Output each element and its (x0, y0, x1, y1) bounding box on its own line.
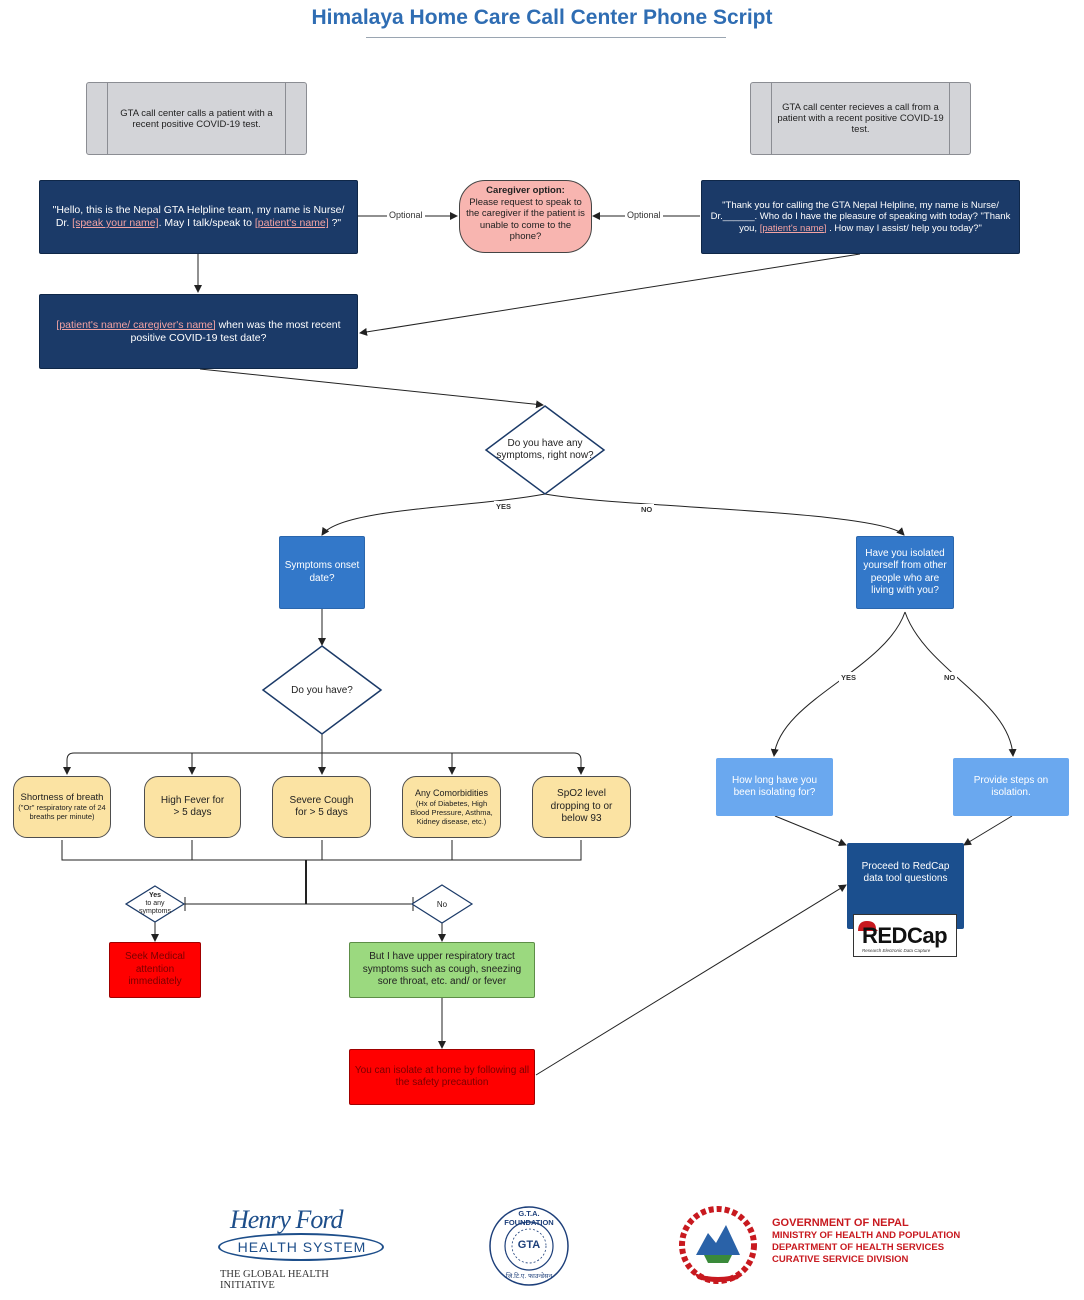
title-underline (366, 37, 726, 38)
symptom-3-title: Severe Cough for > 5 days (289, 794, 354, 819)
decision-do-you-have (261, 645, 383, 735)
decision-yes-any (124, 885, 186, 923)
redcap-cap-icon (858, 921, 878, 931)
redcap-logo-tagline: Research Electronic Data Capture (862, 948, 931, 953)
symptom-2-title: High Fever for > 5 days (160, 794, 225, 819)
henry-ford-system: HEALTH SYSTEM (237, 1239, 367, 1255)
connector-howlong-to-redcap (774, 815, 847, 847)
henry-ford-script: Henry Ford (230, 1205, 344, 1234)
yes-any-symptoms-text: Yes to any symptoms (131, 887, 179, 921)
test-date-text: when was the most recent positive COVID-… (130, 318, 341, 344)
symptom-severe-cough: Severe Cough for > 5 days (272, 776, 371, 838)
start-outbound-text: GTA call center calls a patient with a r… (120, 107, 273, 130)
greeting-inbound: "Thank you for calling the GTA Nepal Hel… (701, 180, 1020, 254)
symptom-1-title: Shortness of breath (20, 791, 104, 803)
caregiver-option: Caregiver option: Please request to spea… (459, 180, 592, 253)
placeholder-patient-name-inbound: [patient's name] (759, 222, 827, 234)
redcap-logo: REDCap Research Electronic Data Capture (853, 914, 957, 957)
start-outbound-call: GTA call center calls a patient with a r… (86, 82, 307, 155)
placeholder-patient-name: [patient's name] (254, 217, 329, 229)
greeting-inbound-text-1: "Thank you for calling the GTA Nepal Hel… (710, 199, 1011, 234)
decision-any-symptoms (484, 405, 606, 495)
nepal-emblem (679, 1206, 757, 1284)
upper-respiratory-symptoms: But I have upper respiratory tract sympt… (349, 942, 535, 998)
seek-medical-attention: Seek Medical attention immediately (109, 942, 201, 998)
symptom-spo2: SpO2 level dropping to or below 93 (532, 776, 631, 838)
nepal-line-1: GOVERNMENT OF NEPAL (772, 1217, 909, 1229)
connector-steps-to-redcap (963, 815, 1013, 846)
symptom-comorbidities: Any Comorbidities (Hx of Diabetes, High … (402, 776, 501, 838)
nepal-line-2: MINISTRY OF HEALTH AND POPULATION (772, 1230, 961, 1241)
placeholder-speak-your-name: [speak your name] (72, 217, 159, 229)
label-optional-right: Optional (625, 210, 663, 221)
label-no-symptoms: NO (639, 504, 655, 515)
start-inbound-text: GTA call center recieves a call from a p… (777, 102, 944, 135)
any-symptoms-text: Do you have any symptoms, right now? (496, 438, 594, 461)
gta-ring-text: G.T.A. FOUNDATION (504, 1209, 554, 1227)
label-yes-symptoms: YES (494, 501, 514, 512)
redcap-logo-word: REDCap (862, 923, 948, 948)
symptom-1-detail: ("Or" respiratory rate of 24 breaths per… (18, 803, 106, 822)
symptom-4-detail: (Hx of Diabetes, High Blood Pressure, As… (410, 798, 493, 826)
gta-foundation-logo: G.T.A. FOUNDATION GTA जि.टि.ए. फाउन्डेसन (488, 1205, 570, 1287)
symptom-high-fever: High Fever for > 5 days (144, 776, 241, 838)
connector-testdate-to-symptoms (199, 368, 544, 409)
caregiver-heading: Caregiver option: (486, 185, 565, 196)
henry-ford-tagline: THE GLOBAL HEALTH INITIATIVE (220, 1269, 329, 1291)
label-no-isolated: NO (942, 672, 958, 683)
symptom-4-title: Any Comorbidities (414, 788, 489, 799)
connector-symptoms-no (544, 493, 905, 536)
greeting-outbound-text-2: . May I talk/speak to (158, 217, 252, 229)
caregiver-body: Please request to speak to the caregiver… (466, 196, 585, 243)
connector-isolated-no (904, 611, 1017, 757)
symptom-5-title: SpO2 level dropping to or below 93 (550, 788, 613, 825)
connector-inbound-to-testdate (359, 253, 861, 336)
provide-isolation-steps: Provide steps on isolation. (953, 758, 1069, 816)
greeting-outbound-text-3: ?" (331, 217, 342, 229)
symptom-shortness-of-breath: Shortness of breath ("Or" respiratory ra… (13, 776, 111, 838)
henry-ford-logo: Henry Ford HEALTH SYSTEM THE GLOBAL HEAL… (218, 1205, 386, 1291)
connector-isolate-to-redcap (535, 884, 847, 1076)
nepal-line-4: CURATIVE SERVICE DIVISION (772, 1254, 909, 1265)
greeting-outbound: "Hello, this is the Nepal GTA Helpline t… (39, 180, 358, 254)
henry-ford-oval (218, 1233, 384, 1261)
label-optional-left: Optional (387, 210, 425, 221)
isolate-at-home: You can isolate at home by following all… (349, 1049, 535, 1105)
nepal-line-3: DEPARTMENT OF HEALTH SERVICES (772, 1242, 945, 1253)
greeting-outbound-text-1: "Hello, this is the Nepal GTA Helpline t… (52, 204, 345, 229)
gta-center-text: GTA (517, 1239, 541, 1251)
yes-any-title: Yes (148, 892, 162, 899)
how-long-isolating: How long have you been isolating for? (716, 758, 833, 816)
gta-seal (489, 1206, 569, 1286)
isolated-question: Have you isolated yourself from other pe… (856, 536, 954, 609)
decision-no-gate (410, 884, 474, 924)
page-title: Himalaya Home Care Call Center Phone Scr… (311, 6, 773, 29)
connector-isolated-yes (770, 611, 906, 757)
nepal-government-logo: GOVERNMENT OF NEPAL MINISTRY OF HEALTH A… (676, 1205, 1076, 1287)
no-gate-text: No (436, 899, 448, 909)
placeholder-patient-caregiver-name: [patient's name/ caregiver's name] (56, 318, 216, 331)
label-yes-isolated: YES (839, 672, 859, 683)
test-date-question: [patient's name/ caregiver's name] when … (39, 294, 358, 369)
do-you-have-text: Do you have? (291, 684, 353, 696)
symptoms-onset-date: Symptoms onset date? (279, 536, 365, 609)
nepal-text-block: GOVERNMENT OF NEPAL MINISTRY OF HEALTH A… (772, 1217, 960, 1266)
greeting-inbound-text-2: . How may I assist/ help you today?" (829, 222, 982, 234)
gta-bottom-text: जि.टि.ए. फाउन्डेसन (505, 1273, 553, 1280)
connector-symptoms-yes (321, 493, 546, 536)
start-inbound-call: GTA call center recieves a call from a p… (750, 82, 971, 155)
yes-any-sub: to any symptoms (139, 900, 171, 915)
